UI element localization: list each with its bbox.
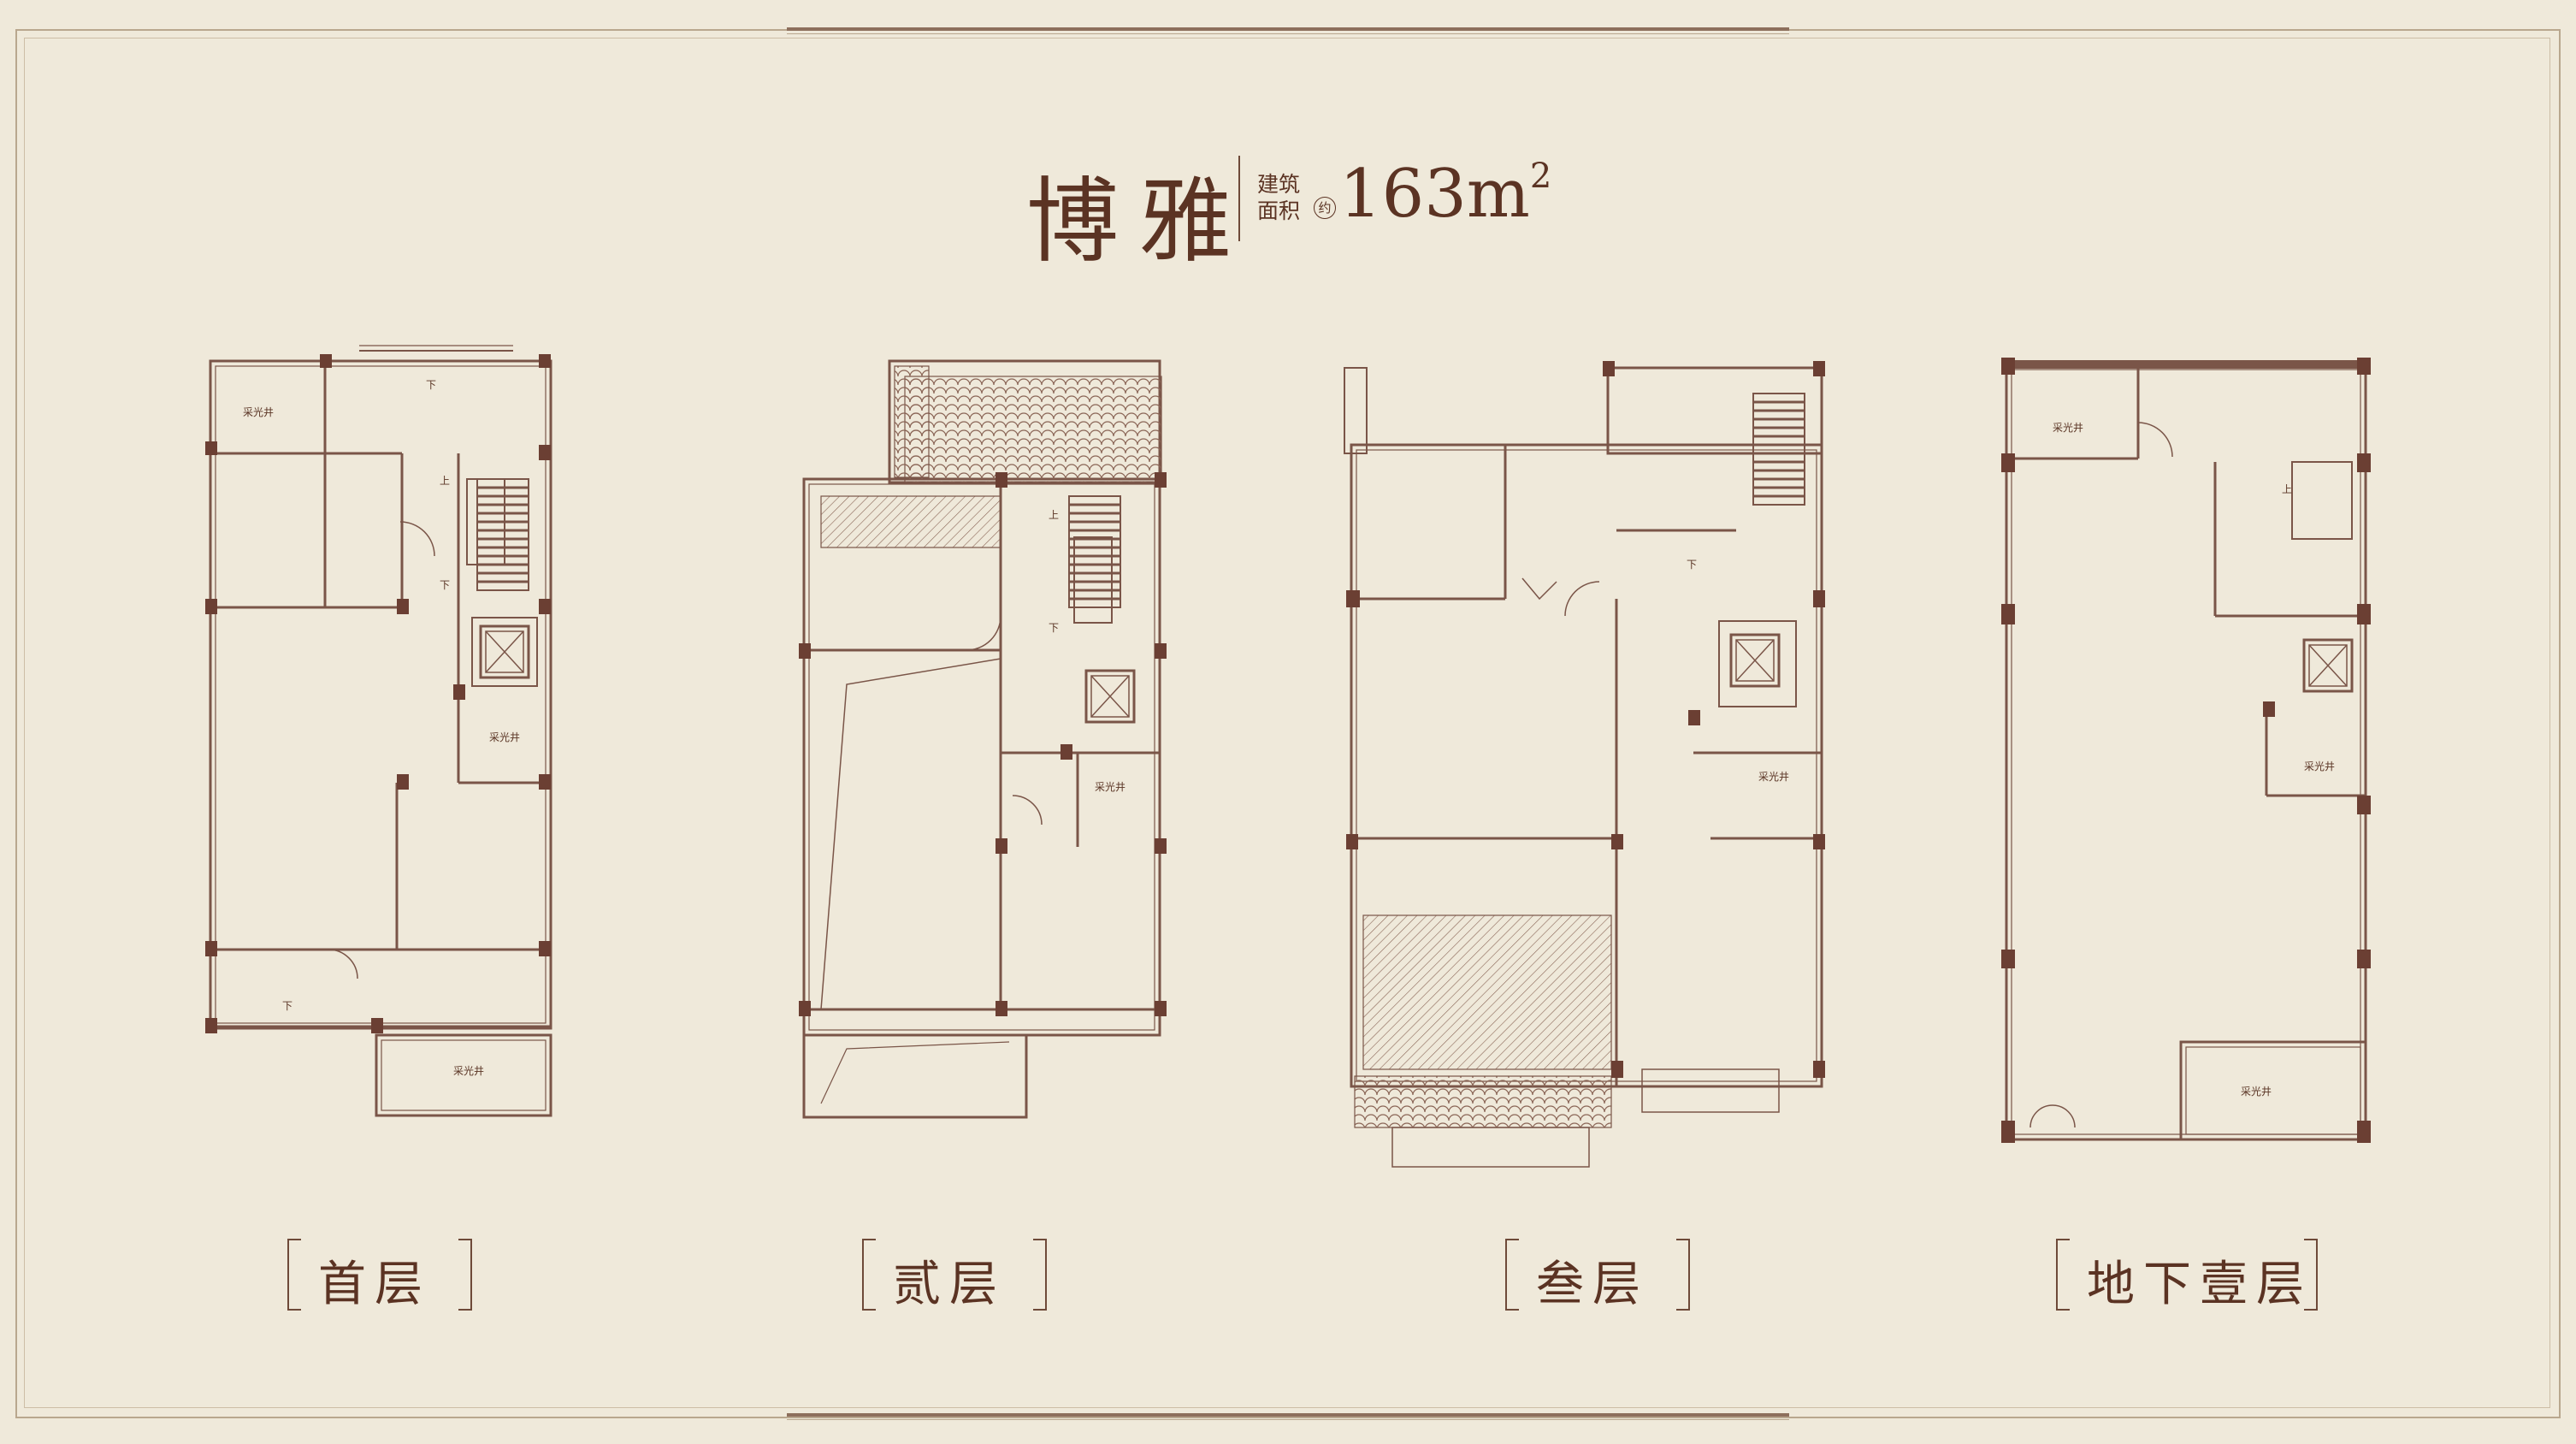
entry-down-label-ground: 下 [426, 379, 436, 391]
inner-frame [24, 38, 2550, 1408]
stair-down-label-second: 下 [1049, 622, 1059, 634]
floor-area: 163m2 [1339, 156, 1552, 233]
light-well-label-ground-1: 采光井 [243, 406, 274, 418]
light-well-label-third: 采光井 [1758, 771, 1789, 783]
stair-up-label-second: 上 [1049, 509, 1059, 521]
plan-name: 博雅 [1026, 169, 1253, 275]
stair-up-label-ground: 上 [440, 475, 450, 487]
plan-ground-floor [209, 345, 552, 1117]
light-well-label-basement-1: 采光井 [2053, 422, 2083, 434]
floor-label-second: 贰层 [862, 1239, 1047, 1312]
light-well-label-basement-2: 采光井 [2304, 760, 2335, 772]
area-label: 建筑 面积 [1257, 172, 1301, 223]
porch-down-label-ground: 下 [282, 1000, 292, 1012]
light-well-label-ground-2: 采光井 [489, 731, 520, 743]
light-well-label-basement-3: 采光井 [2241, 1086, 2272, 1098]
title-group: 博雅 建筑 面积 约 163m2 [1018, 137, 1616, 275]
stair-up-label-basement: 上 [2282, 483, 2292, 495]
floor-label-third: 叁层 [1505, 1239, 1690, 1312]
plan-basement [2005, 360, 2367, 1141]
columns-third [1346, 361, 1825, 1078]
plan-second-floor [802, 359, 1162, 1119]
approx-mark: 约 [1314, 197, 1336, 219]
stair-down-label-ground: 下 [440, 579, 450, 591]
top-ornament-bar [787, 27, 1789, 34]
floor-label-ground: 首层 [287, 1239, 472, 1312]
title-divider [1238, 156, 1240, 241]
floor-label-basement: 地下壹层 [2056, 1239, 2318, 1312]
columns-basement [2001, 358, 2371, 1143]
bottom-ornament-bar [787, 1413, 1789, 1420]
light-well-label-second: 采光井 [1095, 781, 1126, 793]
columns-second [799, 472, 1167, 1016]
stair-down-label-third: 下 [1687, 559, 1697, 571]
light-well-label-ground-3: 采光井 [453, 1065, 484, 1077]
plan-third-floor [1344, 366, 1823, 1168]
columns-ground [205, 354, 551, 1033]
